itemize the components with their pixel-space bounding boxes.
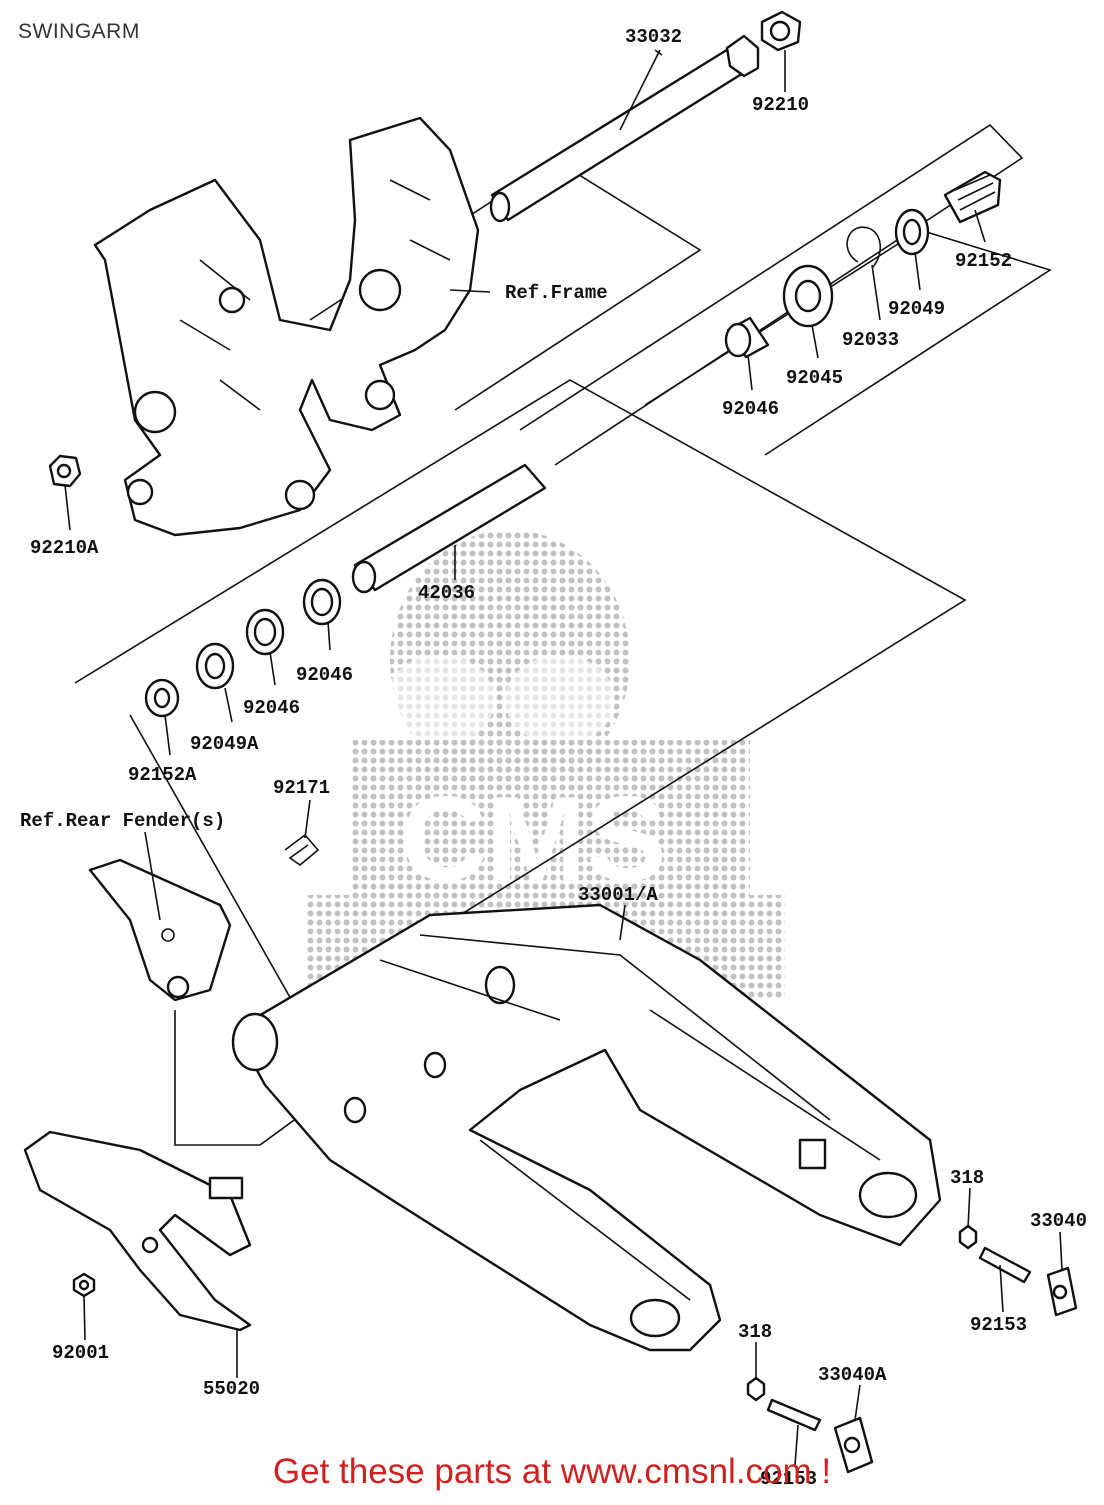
pivot-shaft <box>489 34 760 223</box>
leader-lines <box>64 49 1063 1466</box>
swingarm-33001A <box>231 903 942 1352</box>
label-92049[interactable]: 92049 <box>888 298 945 320</box>
collar-42036 <box>351 463 547 594</box>
label-318-upper[interactable]: 318 <box>950 1167 984 1189</box>
diagram-title: SWINGARM <box>18 20 140 43</box>
bearing-92045 <box>782 264 834 328</box>
label-92045[interactable]: 92045 <box>786 367 843 389</box>
needle-bearing-92046-lower <box>245 608 285 656</box>
cap-92152A <box>144 678 180 718</box>
label-33001A[interactable]: 33001/A <box>578 884 658 906</box>
label-92152[interactable]: 92152 <box>955 250 1012 272</box>
chain-guard-55020 <box>23 1130 252 1332</box>
label-ref-frame: Ref.Frame <box>505 282 608 304</box>
group-outline-bearings-lower <box>644 229 1052 456</box>
bolt-92001 <box>72 1272 96 1298</box>
nut-92210 <box>760 10 802 52</box>
label-92033[interactable]: 92033 <box>842 329 899 351</box>
frame-bracket <box>93 116 480 537</box>
rear-fender-ref <box>88 858 232 1002</box>
label-33040A[interactable]: 33040A <box>818 1364 887 1386</box>
label-33032[interactable]: 33032 <box>625 26 682 48</box>
label-318-lower[interactable]: 318 <box>738 1321 772 1343</box>
part-labels: 33032 92210 92152 92049 92033 92045 9204… <box>20 26 1087 1490</box>
label-92046-lower[interactable]: 92046 <box>243 697 300 719</box>
label-92153-lower[interactable]: 92153 <box>760 1468 817 1490</box>
group-outline-bearings-left <box>74 379 967 1017</box>
label-92001[interactable]: 92001 <box>52 1342 109 1364</box>
nut-318-upper <box>958 1224 978 1250</box>
needle-bearing-92046-upper <box>724 316 770 359</box>
footer-link-text[interactable]: Get these parts at www.cmsnl.com ! <box>272 1452 832 1491</box>
label-92152A[interactable]: 92152A <box>128 764 197 786</box>
clip-92171 <box>284 833 320 867</box>
label-92049A[interactable]: 92049A <box>190 733 259 755</box>
label-55020[interactable]: 55020 <box>203 1378 260 1400</box>
bolt-92153-lower <box>766 1398 822 1432</box>
seal-92049 <box>894 208 930 256</box>
label-92210[interactable]: 92210 <box>752 94 809 116</box>
label-92046-upper[interactable]: 92046 <box>722 398 779 420</box>
label-92046-mid[interactable]: 92046 <box>296 664 353 686</box>
needle-bearing-92046-mid <box>302 578 342 626</box>
cap-92152 <box>943 170 1002 224</box>
adjuster-33040 <box>1046 1266 1078 1317</box>
cms-watermark: CMS <box>305 530 785 1000</box>
nut-92210A <box>48 454 82 488</box>
label-42036[interactable]: 42036 <box>418 582 475 604</box>
label-92171[interactable]: 92171 <box>273 777 330 799</box>
watermark-text: CMS <box>400 772 667 906</box>
seal-92049A <box>195 642 235 690</box>
label-ref-rear-fender: Ref.Rear Fender(s) <box>20 810 225 832</box>
nut-318-lower <box>746 1376 766 1402</box>
label-33040[interactable]: 33040 <box>1030 1210 1087 1232</box>
adjuster-33040A <box>833 1416 874 1474</box>
bolt-92153-upper <box>978 1246 1032 1284</box>
label-92210A[interactable]: 92210A <box>30 537 99 559</box>
label-92153-upper[interactable]: 92153 <box>970 1314 1027 1336</box>
circlip-92033 <box>846 226 881 269</box>
